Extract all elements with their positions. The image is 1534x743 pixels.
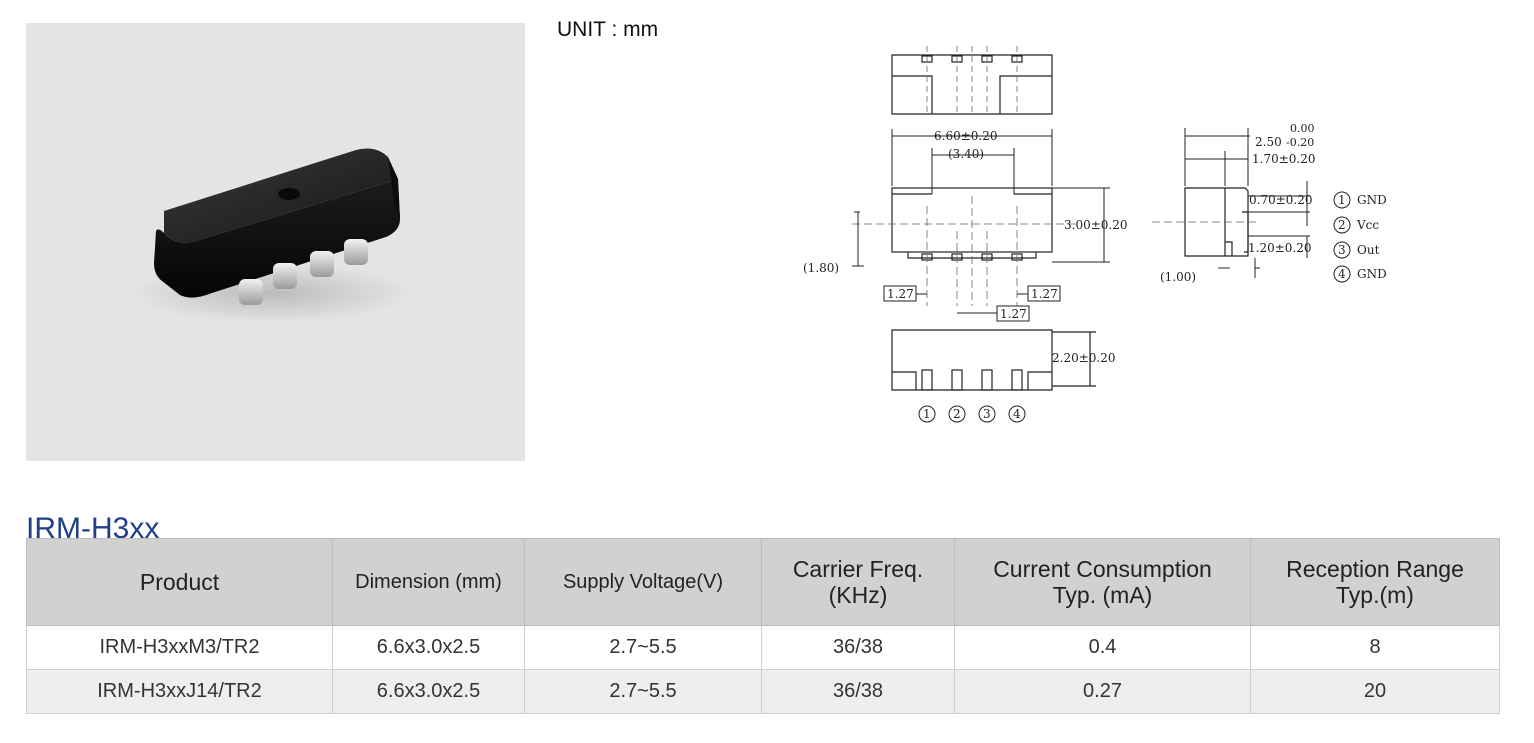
product-photo — [26, 23, 525, 461]
dimension-drawing: 6.60±0.20 (3.40) 3.00±0.20 (1.80) — [803, 46, 1387, 423]
pin-number-row: 1 2 3 4 — [918, 405, 1026, 423]
pitch-center: 1.27 — [1000, 307, 1027, 321]
table-row: IRM-H3xxJ14/TR2 6.6x3.0x2.5 2.7~5.5 36/3… — [26, 669, 1500, 714]
side-bottom: (1.00) — [1160, 270, 1196, 284]
pin-number: 4 — [1013, 407, 1021, 421]
cell-supply-voltage: 2.7~5.5 — [524, 669, 762, 714]
header-carrier-freq: Carrier Freq.(KHz) — [761, 538, 955, 626]
cell-dimension: 6.6x3.0x2.5 — [332, 669, 525, 714]
dim-thickness: 2.20±0.20 — [1052, 351, 1116, 365]
dim-pitch-center: (3.40) — [948, 147, 984, 161]
unit-label: UNIT : mm — [557, 18, 659, 41]
side-inner: 1.70±0.20 — [1252, 152, 1316, 166]
pin-legend-number: 1 — [1338, 193, 1346, 207]
side-top-value: 2.50 — [1255, 135, 1282, 149]
pin-legend-number: 3 — [1338, 243, 1346, 257]
header-product: Product — [26, 538, 333, 626]
dim-left-offset: (1.80) — [803, 261, 839, 275]
cell-dimension: 6.6x3.0x2.5 — [332, 625, 525, 670]
cell-current-consumption: 0.27 — [954, 669, 1251, 714]
cell-carrier-freq: 36/38 — [761, 669, 955, 714]
pin-number: 3 — [983, 407, 991, 421]
cell-reception-range: 20 — [1250, 669, 1500, 714]
cell-carrier-freq: 36/38 — [761, 625, 955, 670]
side-top-tol-upper: 0.00 — [1290, 122, 1315, 135]
pin-number: 1 — [923, 407, 931, 421]
cell-current-consumption: 0.4 — [954, 625, 1251, 670]
dim-width: 6.60±0.20 — [934, 129, 998, 143]
pin-legend-number: 2 — [1338, 218, 1346, 232]
side-top-tol-lower: -0.20 — [1286, 136, 1314, 149]
pin-legend-name: GND — [1357, 267, 1387, 281]
pitch-right: 1.27 — [1031, 287, 1058, 301]
pin-legend-number: 4 — [1338, 267, 1346, 281]
cell-product: IRM-H3xxM3/TR2 — [26, 625, 333, 670]
ir-receiver-image — [131, 148, 411, 323]
pin-legend-name: Out — [1357, 243, 1380, 257]
pin-legend: 1 GND 2 Vcc 3 Out 4 GND — [1333, 191, 1387, 283]
header-dimension: Dimension (mm) — [332, 538, 525, 626]
pin-number: 2 — [953, 407, 961, 421]
pin-legend-name: Vcc — [1356, 218, 1379, 232]
pin-legend-name: GND — [1357, 193, 1387, 207]
table-header-row: Product Dimension (mm) Supply Voltage(V)… — [26, 538, 1500, 626]
spec-table: Product Dimension (mm) Supply Voltage(V)… — [26, 538, 1500, 714]
cell-product: IRM-H3xxJ14/TR2 — [26, 669, 333, 714]
cell-supply-voltage: 2.7~5.5 — [524, 625, 762, 670]
side-lens: 0.70±0.20 — [1249, 193, 1313, 207]
side-lower: 1.20±0.20 — [1248, 241, 1312, 255]
table-row: IRM-H3xxM3/TR2 6.6x3.0x2.5 2.7~5.5 36/38… — [26, 625, 1500, 670]
dim-height: 3.00±0.20 — [1064, 218, 1128, 232]
cell-reception-range: 8 — [1250, 625, 1500, 670]
header-supply-voltage: Supply Voltage(V) — [524, 538, 762, 626]
pitch-left: 1.27 — [887, 287, 914, 301]
